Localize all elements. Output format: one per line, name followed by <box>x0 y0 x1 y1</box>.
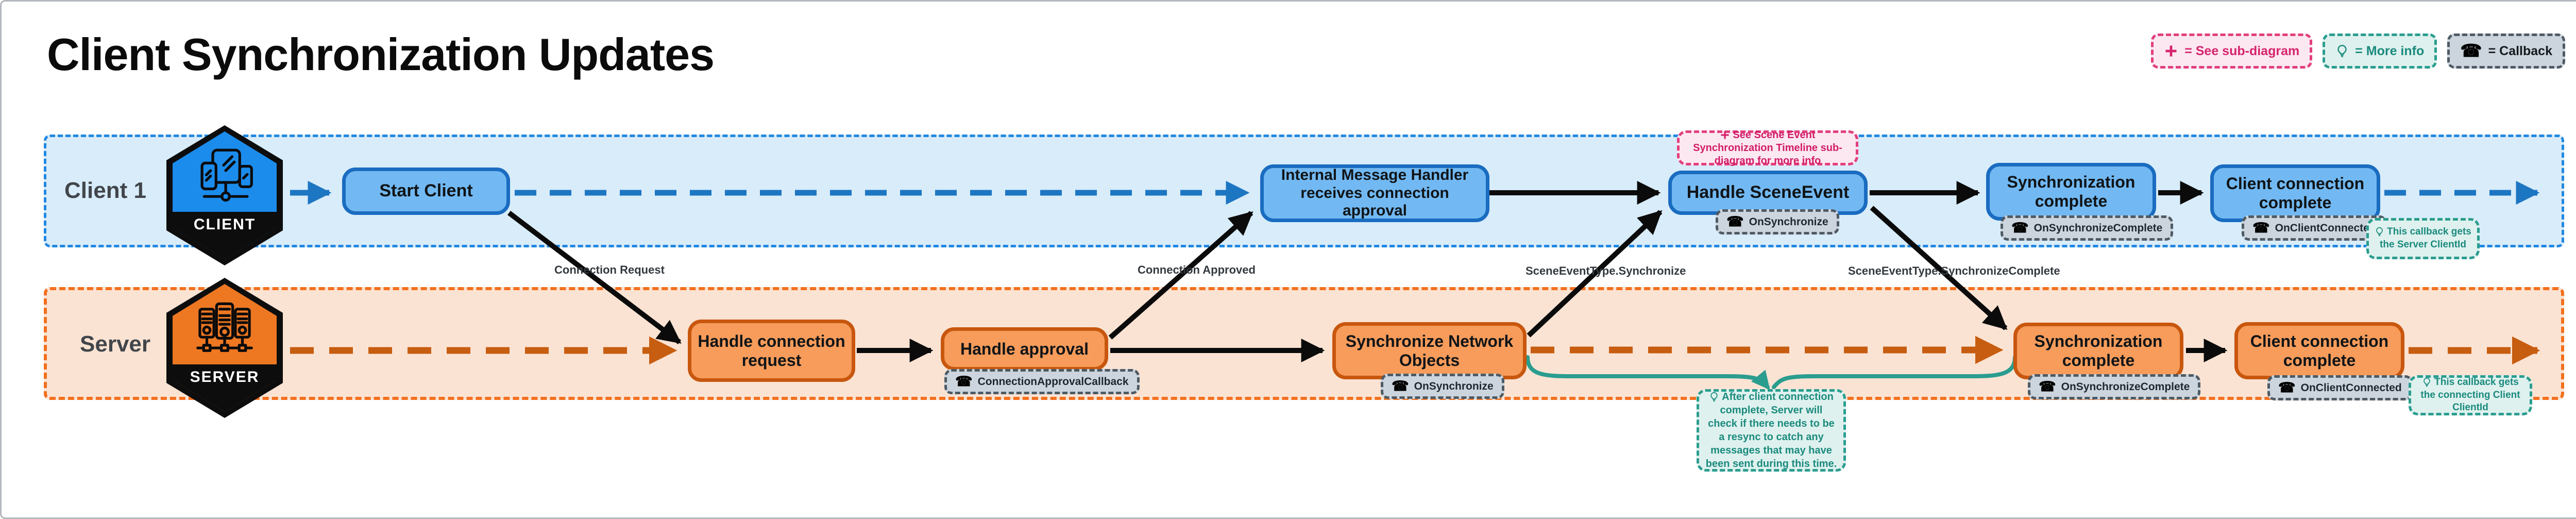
lightbulb-icon <box>2376 227 2383 237</box>
note-label: This callback gets the connecting Client… <box>2420 376 2520 413</box>
legend-more-info-label: = More info <box>2355 43 2425 58</box>
lightbulb-icon <box>2424 377 2431 387</box>
edge-scene-synchronize <box>1527 210 1663 338</box>
legend-sub-diagram-label: = See sub-diagram <box>2184 43 2300 58</box>
node-synchronize-network-objects: Synchronize Network Objects <box>1332 322 1527 379</box>
callback-label: OnSynchronize <box>1749 215 1828 228</box>
callback-label: OnClientConnected <box>2300 381 2402 394</box>
callback-label: ConnectionApprovalCallback <box>977 375 1129 388</box>
callback-onsynchronize-server: ☎ OnSynchronize <box>1381 374 1504 399</box>
client-devices-icon <box>200 148 253 202</box>
client-hexagon-label: CLIENT <box>193 216 256 233</box>
legend-more-info: = More info <box>2323 34 2437 69</box>
note-text: See Scene Event Synchronization Timeline… <box>1686 129 1850 168</box>
note-connecting-clientid: This callback gets the connecting Client… <box>2409 375 2532 415</box>
phone-icon: ☎ <box>2252 220 2270 236</box>
callback-onsynchronize-client: ☎ OnSynchronize <box>1716 209 1839 235</box>
edge-label-scene-event-synchronize-complete: SceneEventType.SynchronizeComplete <box>1848 264 2060 277</box>
edge-label-connection-request: Connection Request <box>554 263 665 276</box>
phone-icon: ☎ <box>2278 380 2296 395</box>
plus-icon <box>2165 45 2177 57</box>
edge-connection-request <box>507 211 682 344</box>
callback-label: OnSynchronize <box>1414 380 1494 392</box>
phone-icon: ☎ <box>2460 41 2482 61</box>
note-server-clientid: This callback gets the Server ClientId <box>2366 218 2480 259</box>
legend-callback: ☎ = Callback <box>2447 34 2565 69</box>
edge-label-scene-event-synchronize: SceneEventType.Synchronize <box>1526 264 1686 277</box>
edge-connection-approved <box>1108 211 1253 340</box>
note-label: After client connection complete, Server… <box>1705 391 1837 470</box>
legend-callback-label: = Callback <box>2488 43 2552 58</box>
client-lane-label: Client 1 <box>64 178 146 203</box>
callback-connectionapprovalcallback: ☎ ConnectionApprovalCallback <box>944 369 1140 394</box>
node-client-sync-complete: Synchronization complete <box>1986 163 2156 221</box>
node-server-connection-complete: Client connection complete <box>2234 322 2404 379</box>
page-title: Client Synchronization Updates <box>47 29 715 80</box>
phone-icon: ☎ <box>1726 214 1744 229</box>
node-handle-approval: Handle approval <box>941 327 1108 371</box>
phone-icon: ☎ <box>1392 378 1409 394</box>
edge-label-connection-approved: Connection Approved <box>1138 263 1256 276</box>
note-label: See Scene Event Synchronization Timeline… <box>1693 129 1842 166</box>
server-lane-label: Server <box>80 331 151 357</box>
server-hexagon-label: SERVER <box>190 369 260 386</box>
callback-onclientconnected-server: ☎ OnClientConnected <box>2267 375 2413 400</box>
plus-icon <box>1721 131 1729 139</box>
phone-icon: ☎ <box>955 374 973 389</box>
phone-icon: ☎ <box>2011 220 2029 236</box>
node-internal-message-handler: Internal Message Handler receives connec… <box>1260 164 1489 222</box>
note-text: This callback gets the connecting Client… <box>2416 376 2524 414</box>
callback-label: OnSynchronizeComplete <box>2061 380 2190 393</box>
callback-onsynchronizecomplete-client: ☎ OnSynchronizeComplete <box>2001 215 2174 241</box>
edge-resync-brace-left <box>1526 355 1770 390</box>
node-handle-connection-request: Handle connection request <box>688 320 855 382</box>
phone-icon: ☎ <box>2039 379 2056 394</box>
callback-label: OnClientConnected <box>2275 222 2376 234</box>
node-server-sync-complete: Synchronization complete <box>2013 323 2183 379</box>
client-hexagon-badge: CLIENT <box>166 125 283 265</box>
callback-label: OnSynchronizeComplete <box>2033 222 2163 234</box>
client-hexagon-fill: CLIENT <box>173 131 277 259</box>
node-client-connection-complete: Client connection complete <box>2210 164 2380 222</box>
node-handle-scene-event: Handle SceneEvent <box>1668 171 1868 215</box>
note-label: This callback gets the Server ClientId <box>2380 226 2471 250</box>
legend: = See sub-diagram = More info ☎ = Callba… <box>2151 34 2565 69</box>
note-text: After client connection complete, Server… <box>1704 390 1838 471</box>
note-text: This callback gets the Server ClientId <box>2374 226 2472 251</box>
lightbulb-icon <box>1710 392 1718 402</box>
edge-scene-synchronize-complete <box>1870 206 2008 330</box>
legend-sub-diagram: = See sub-diagram <box>2151 34 2313 69</box>
server-hexagon-fill: SERVER <box>173 284 277 412</box>
callback-onclientconnected-client: ☎ OnClientConnected <box>2242 215 2387 241</box>
callback-onsynchronizecomplete-server: ☎ OnSynchronizeComplete <box>2028 374 2201 399</box>
server-racks-icon <box>196 302 253 352</box>
note-resync-check: After client connection complete, Server… <box>1697 389 1846 472</box>
note-scene-event-sub-diagram: See Scene Event Synchronization Timeline… <box>1677 129 1858 168</box>
edge-resync-brace-right <box>1772 355 2017 389</box>
lightbulb-icon <box>2337 44 2347 58</box>
node-start-client: Start Client <box>342 168 510 215</box>
